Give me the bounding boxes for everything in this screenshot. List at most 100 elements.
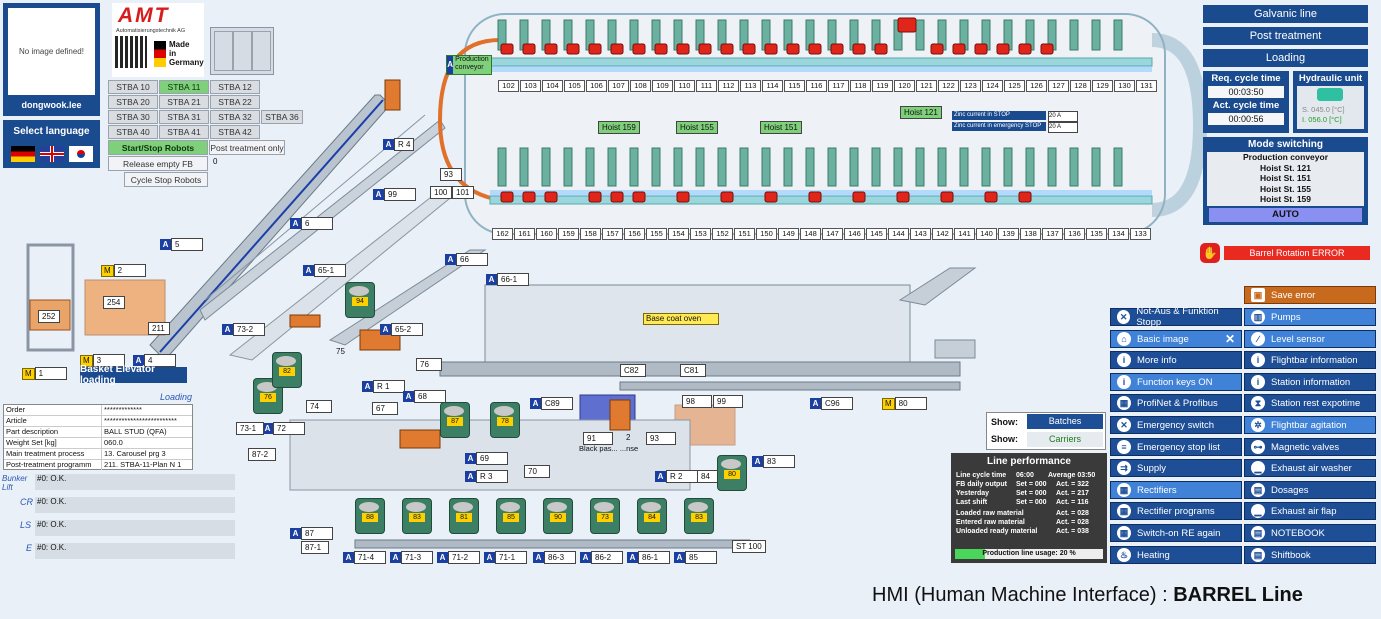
station-87-2[interactable]: 87-2 bbox=[248, 448, 276, 461]
station-number[interactable]: 152 bbox=[712, 228, 733, 240]
station-number[interactable]: 143 bbox=[910, 228, 931, 240]
station-number[interactable]: 104 bbox=[542, 80, 563, 92]
station-number[interactable]: 110 bbox=[674, 80, 695, 92]
station-number[interactable]: 129 bbox=[1092, 80, 1113, 92]
station-number[interactable]: 105 bbox=[564, 80, 585, 92]
stba-40-button[interactable]: STBA 40 bbox=[108, 125, 158, 139]
barrel-83b[interactable]: 83 bbox=[684, 498, 714, 534]
station-number[interactable]: 156 bbox=[624, 228, 645, 240]
station-number[interactable]: 142 bbox=[932, 228, 953, 240]
station-number[interactable]: 144 bbox=[888, 228, 909, 240]
stba-10-button[interactable]: STBA 10 bbox=[108, 80, 158, 94]
emergency-switch-button[interactable]: ✕Emergency switch bbox=[1110, 416, 1242, 434]
station-number[interactable]: 149 bbox=[778, 228, 799, 240]
station-number[interactable]: 154 bbox=[668, 228, 689, 240]
level-sensor-button[interactable]: ∕Level sensor bbox=[1244, 330, 1376, 348]
station-number[interactable]: 133 bbox=[1130, 228, 1151, 240]
stba-12-button[interactable]: STBA 12 bbox=[210, 80, 260, 94]
station-number[interactable]: 120 bbox=[894, 80, 915, 92]
station-number[interactable]: 102 bbox=[498, 80, 519, 92]
stba-20-button[interactable]: STBA 20 bbox=[108, 95, 158, 109]
station-rest-expotime-button[interactable]: ⧗Station rest expotime bbox=[1244, 394, 1376, 412]
station-number[interactable]: 108 bbox=[630, 80, 651, 92]
station-number[interactable]: 125 bbox=[1004, 80, 1025, 92]
station-93[interactable]: 93 bbox=[646, 432, 676, 445]
notebook-button[interactable]: ▤NOTEBOOK bbox=[1244, 524, 1376, 542]
flag-de-icon[interactable] bbox=[11, 146, 35, 162]
barrel-82[interactable]: 82 bbox=[272, 352, 302, 388]
station-number[interactable]: 153 bbox=[690, 228, 711, 240]
station-number[interactable]: 119 bbox=[872, 80, 893, 92]
supply-button[interactable]: ⇉Supply bbox=[1110, 459, 1242, 477]
mode-item[interactable]: Production conveyor bbox=[1242, 152, 1328, 162]
hoist-159[interactable]: Hoist 159 bbox=[598, 121, 640, 134]
station-number[interactable]: 103 bbox=[520, 80, 541, 92]
barrel-85[interactable]: 85 bbox=[496, 498, 526, 534]
mode-item[interactable]: Hoist St. 121 bbox=[1259, 162, 1312, 173]
show-batches-button[interactable]: Batches bbox=[1027, 414, 1103, 429]
station-number[interactable]: 160 bbox=[536, 228, 557, 240]
release-empty-fb-button[interactable]: Release empty FB bbox=[108, 156, 208, 171]
hoist-151[interactable]: Hoist 151 bbox=[760, 121, 802, 134]
station-number[interactable]: 148 bbox=[800, 228, 821, 240]
flightbar-agitation-button[interactable]: ✲Flightbar agitation bbox=[1244, 416, 1376, 434]
station-c82[interactable]: C82 bbox=[620, 364, 646, 377]
station-73-1[interactable]: 73-1 bbox=[236, 422, 264, 435]
station-91[interactable]: 91 bbox=[583, 432, 613, 445]
station-254[interactable]: 254 bbox=[103, 296, 125, 309]
station-number[interactable]: 121 bbox=[916, 80, 937, 92]
station-number[interactable]: 107 bbox=[608, 80, 629, 92]
stba-21-button[interactable]: STBA 21 bbox=[159, 95, 209, 109]
stba-11-button[interactable]: STBA 11 bbox=[159, 80, 209, 94]
not-aus-button[interactable]: ✕Not-Aus & Funktion Stopp bbox=[1110, 306, 1242, 328]
stba-30-button[interactable]: STBA 30 bbox=[108, 110, 158, 124]
station-number[interactable]: 109 bbox=[652, 80, 673, 92]
station-252[interactable]: 252 bbox=[38, 310, 60, 323]
mode-item[interactable]: Hoist St. 151 bbox=[1259, 173, 1312, 184]
pumps-button[interactable]: ▥Pumps bbox=[1244, 308, 1376, 326]
station-number[interactable]: 128 bbox=[1070, 80, 1091, 92]
stba-31-button[interactable]: STBA 31 bbox=[159, 110, 209, 124]
station-211[interactable]: 211 bbox=[148, 322, 170, 335]
close-icon[interactable]: ✕ bbox=[1224, 332, 1235, 346]
emergency-stop-list-button[interactable]: ≡Emergency stop list bbox=[1110, 438, 1242, 456]
save-error-button[interactable]: ▣Save error bbox=[1244, 286, 1376, 304]
mode-auto-button[interactable]: AUTO bbox=[1209, 208, 1362, 222]
station-84[interactable]: 84 bbox=[697, 470, 723, 483]
station-number[interactable]: 118 bbox=[850, 80, 871, 92]
stba-32-button[interactable]: STBA 32 bbox=[210, 110, 260, 124]
barrel-88[interactable]: 88 bbox=[355, 498, 385, 534]
station-number[interactable]: 123 bbox=[960, 80, 981, 92]
station-number[interactable]: 122 bbox=[938, 80, 959, 92]
rectifier-programs-button[interactable]: ▦Rectifier programs bbox=[1110, 502, 1242, 520]
barrel-87[interactable]: 87 bbox=[440, 402, 470, 438]
station-number[interactable]: 112 bbox=[718, 80, 739, 92]
exhaust-air-flap-button[interactable]: ▁Exhaust air flap bbox=[1244, 502, 1376, 520]
start-stop-robots-button[interactable]: Start/Stop Robots bbox=[108, 140, 208, 155]
magnetic-valves-button[interactable]: ⊶Magnetic valves bbox=[1244, 438, 1376, 456]
mode-item[interactable]: Hoist St. 159 bbox=[1259, 194, 1312, 205]
station-number[interactable]: 115 bbox=[784, 80, 805, 92]
barrel-83[interactable]: 83 bbox=[402, 498, 432, 534]
barrel-94[interactable]: 94 bbox=[345, 282, 375, 318]
flag-uk-icon[interactable] bbox=[40, 146, 64, 162]
